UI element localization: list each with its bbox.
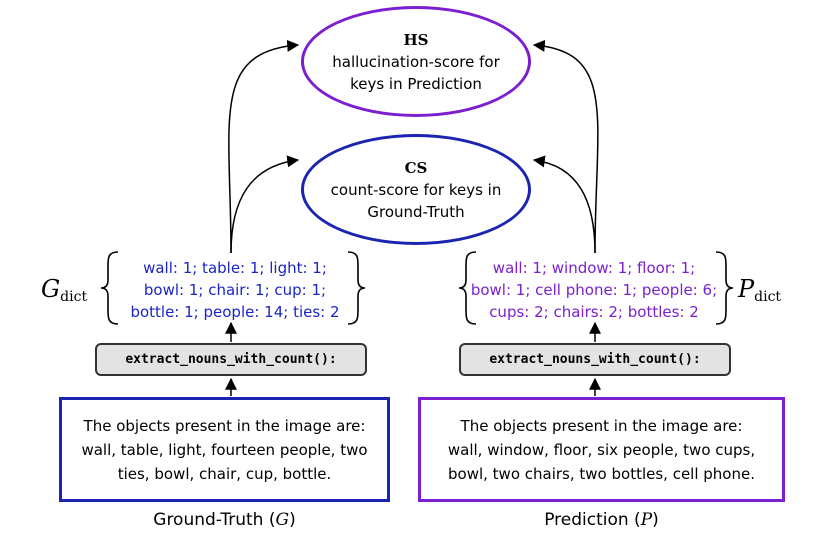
pred-dict-left-brace [458, 251, 477, 325]
arrow-gt-dict-to-cs [230, 155, 300, 254]
gt-text-line: ties, bowl, chair, cup, bottle. [117, 464, 332, 483]
hs-line-1: hallucination-score for [332, 52, 500, 71]
prediction-text-box: The objects present in the image are: wa… [418, 397, 785, 502]
hallucination-score-node: HS hallucination-score for keys in Predi… [301, 6, 531, 117]
pred-dict-line: wall: 1; window: 1; floor: 1; [492, 259, 696, 277]
gt-dict-line: bowl: 1; chair: 1; cup: 1; [143, 281, 327, 299]
pred-extract-function: extract_nouns_with_count(): [459, 343, 731, 376]
hs-line-2: keys in Prediction [350, 74, 482, 93]
pred-text-line: The objects present in the image are: [460, 416, 743, 435]
pred-dict: wall: 1; window: 1; floor: 1; bowl: 1; c… [470, 257, 718, 323]
cs-line-2: Ground-Truth [367, 202, 465, 221]
gt-dict-line: bottle: 1; people: 14; ties: 2 [130, 303, 340, 321]
hs-tag: HS [403, 30, 429, 49]
gt-dict: wall: 1; table: 1; light: 1; bowl: 1; ch… [115, 257, 355, 323]
gt-text-line: The objects present in the image are: [83, 416, 366, 435]
pred-dict-line: bowl: 1; cell phone: 1; people: 6; [470, 281, 718, 299]
cs-tag: CS [404, 158, 428, 177]
arrow-gt-dict-to-hs [228, 39, 300, 254]
arrow-pred-dict-to-hs [532, 39, 599, 254]
pred-dict-line: cups: 2; chairs: 2; bottles: 2 [489, 303, 699, 321]
gt-dict-left-brace [100, 251, 119, 325]
count-score-node: CS count-score for keys in Ground-Truth [301, 134, 531, 245]
ground-truth-text-box: The objects present in the image are: wa… [59, 397, 390, 502]
pred-text-line: bowl, two chairs, two bottles, cell phon… [448, 464, 755, 483]
ground-truth-caption: Ground-Truth (G) [153, 510, 296, 530]
gt-dict-symbol: Gdict [41, 275, 88, 305]
arrow-pred-dict-to-cs [532, 155, 596, 254]
pred-dict-symbol: Pdict [738, 275, 782, 305]
gt-dict-right-brace [347, 251, 366, 325]
gt-extract-function: extract_nouns_with_count(): [95, 343, 367, 376]
prediction-caption: Prediction (P) [544, 510, 659, 530]
cs-line-1: count-score for keys in [330, 180, 502, 199]
pred-text-line: wall, window, floor, six people, two cup… [447, 440, 756, 459]
pred-dict-right-brace [715, 251, 734, 325]
gt-dict-line: wall: 1; table: 1; light: 1; [143, 259, 327, 277]
gt-text-line: wall, table, light, fourteen people, two [81, 440, 368, 459]
